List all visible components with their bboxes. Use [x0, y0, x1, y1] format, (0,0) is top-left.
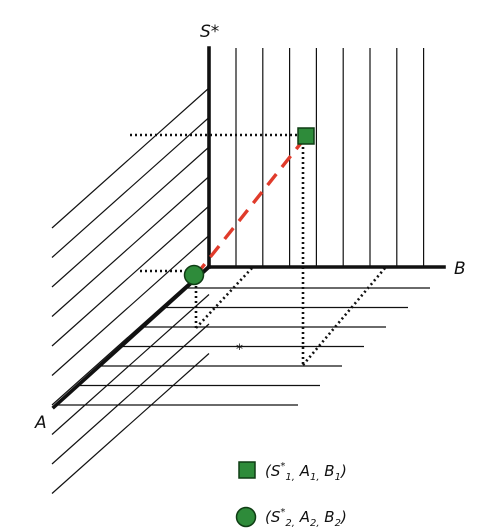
square-marker: [297, 127, 315, 145]
left-hatch-line: [51, 205, 210, 347]
floor-marker-note: *: [236, 342, 243, 358]
a-axis-label: A: [34, 413, 47, 433]
floor-hatching: [56, 287, 430, 406]
a-axis: [51, 264, 212, 410]
left-hatch-line: [51, 235, 210, 376]
projection-square-floor: [302, 267, 386, 366]
b-axis-label: B: [454, 259, 466, 279]
square-icon: [238, 461, 256, 479]
circle-marker: [183, 264, 205, 286]
legend-entry-square: (S*1, A1, B1): [265, 461, 347, 483]
left-hatch-line: [51, 353, 210, 494]
left-hatch-line: [51, 87, 210, 229]
legend-entry-circle: (S*2, A2, B2): [265, 507, 347, 529]
circle-icon: [235, 506, 257, 528]
left-wall-hatching: [51, 87, 210, 494]
left-hatch-line: [51, 323, 210, 465]
left-hatch-line: [51, 146, 210, 288]
legend: (S*1, A1, B1) (S*2, A2, B2): [235, 461, 347, 529]
left-hatch-line: [51, 176, 210, 317]
left-hatch-line: [51, 117, 210, 258]
axes: [51, 46, 446, 410]
projection-lines: [130, 133, 386, 366]
vertical-axis-label: S*: [200, 22, 219, 42]
dashed-connector: [194, 136, 307, 277]
projection-circle-floor: [195, 267, 253, 329]
back-wall-hatching: [235, 48, 425, 267]
left-hatch-line: [51, 294, 210, 435]
